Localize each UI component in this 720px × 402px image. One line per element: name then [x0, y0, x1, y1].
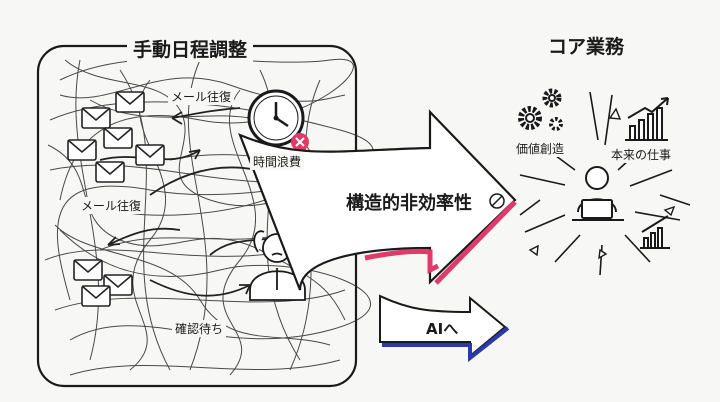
label-mail-top: メール往復 [168, 88, 235, 105]
main-arrow [238, 109, 517, 291]
gears-icon [518, 88, 563, 131]
main-arrow-label: 構造的非効率性 [346, 193, 472, 214]
x-circle-icon [291, 133, 309, 151]
left-panel-title: 手動日程調整 [127, 35, 254, 62]
right-panel-title: コア業務 [542, 32, 631, 59]
label-confirm-wait: 確認待ち [172, 320, 227, 337]
label-time-waste: 時間浪費 [250, 153, 305, 170]
bar-chart-up-icon [625, 97, 669, 141]
envelope-icon [73, 259, 133, 307]
ai-arrow [379, 294, 510, 363]
label-value-creation: 価値創造 [513, 140, 568, 157]
ai-arrow-label: AIへ [426, 320, 459, 338]
clock-icon [247, 89, 305, 147]
person-laptop-icon [572, 166, 624, 221]
burst-lines [519, 91, 691, 276]
burst-triangles [528, 107, 676, 260]
bar-chart-up-icon [640, 215, 670, 249]
no-entry-icon [489, 193, 505, 209]
label-real-work: 本来の仕事 [608, 146, 675, 163]
label-mail-mid: メール往復 [78, 197, 145, 214]
